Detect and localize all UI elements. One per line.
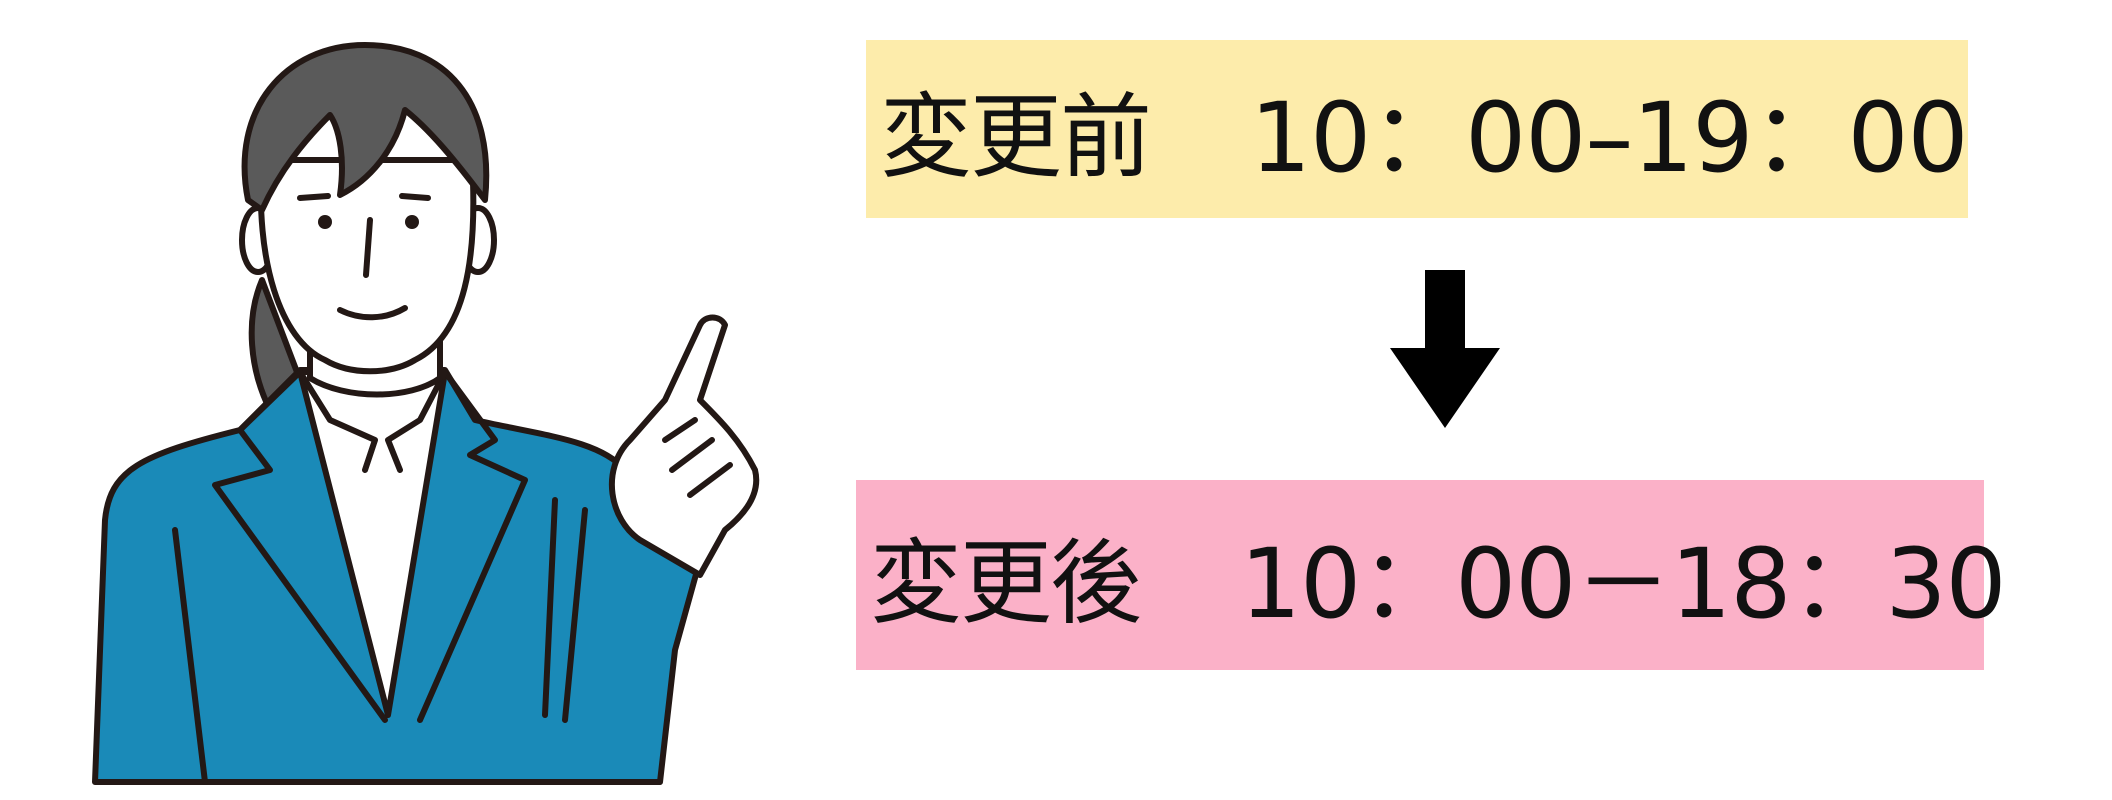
left-eye bbox=[318, 215, 332, 229]
after-time: 10：00－18：30 bbox=[1240, 527, 2007, 640]
hair bbox=[241, 42, 490, 213]
sleeve-folds bbox=[172, 497, 588, 785]
right-lapel bbox=[417, 369, 528, 723]
down-arrow-icon bbox=[1390, 270, 1500, 428]
left-lapel bbox=[212, 369, 388, 723]
mouth bbox=[337, 305, 408, 321]
right-eye bbox=[405, 215, 419, 229]
collar bbox=[297, 369, 448, 473]
eyebrows bbox=[297, 193, 431, 201]
finger-lines bbox=[662, 417, 733, 498]
before-label: 変更前 bbox=[880, 83, 1152, 191]
after-time-box: 変更後 10：00－18：30 bbox=[856, 480, 2007, 670]
after-label: 変更後 bbox=[870, 529, 1142, 637]
pointing-hand bbox=[608, 314, 760, 578]
before-time-box: 変更前 10：00–19：00 bbox=[866, 40, 1969, 218]
nose bbox=[363, 217, 373, 278]
businesswoman-pointing-illustration bbox=[92, 42, 760, 785]
before-time: 10：00–19：00 bbox=[1250, 81, 1969, 194]
